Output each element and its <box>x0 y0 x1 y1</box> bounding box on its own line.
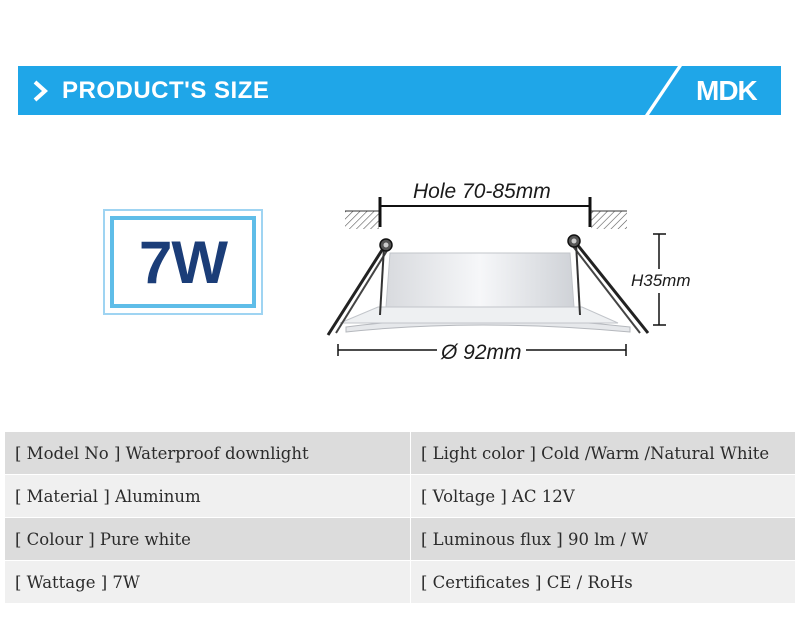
spec-cell-wattage: [ Wattage ] 7W <box>4 560 411 604</box>
ceiling-right <box>591 210 627 229</box>
spec-cell-material: [ Material ] Aluminum <box>4 474 411 518</box>
wattage-value: 7W <box>139 228 228 296</box>
diameter-label: Ø 92mm <box>437 341 526 365</box>
spec-cell-light-color: [ Light color ] Cold /Warm /Natural Whit… <box>410 431 796 475</box>
spec-row: [ Model No ] Waterproof downlight [ Ligh… <box>4 431 796 475</box>
spec-table: [ Model No ] Waterproof downlight [ Ligh… <box>4 431 796 604</box>
spec-cell-luminous-flux: [ Luminous flux ] 90 lm / W <box>410 517 796 561</box>
downlight-body <box>339 252 631 333</box>
downlight-dimension-diagram <box>326 197 666 356</box>
logo-background <box>645 66 781 115</box>
spec-row: [ Colour ] Pure white [ Luminous flux ] … <box>4 517 796 561</box>
height-dim <box>653 233 666 326</box>
spec-cell-colour: [ Colour ] Pure white <box>4 517 411 561</box>
spec-row: [ Wattage ] 7W [ Certificates ] CE / RoH… <box>4 560 796 604</box>
spec-cell-voltage: [ Voltage ] AC 12V <box>410 474 796 518</box>
wattage-badge: 7W <box>103 209 263 315</box>
chevron-right-icon <box>33 80 48 102</box>
brand-logo: MDK <box>696 75 758 106</box>
wattage-badge-inner: 7W <box>110 216 256 308</box>
hole-size-label: Hole 70-85mm <box>411 180 553 204</box>
spring-clip-right <box>567 234 650 334</box>
spec-cell-certificates: [ Certificates ] CE / RoHs <box>410 560 796 604</box>
section-title: PRODUCT'S SIZE <box>62 77 270 104</box>
section-header-banner: PRODUCT'S SIZE MDK <box>18 66 781 115</box>
ceiling-left <box>345 210 379 229</box>
spec-cell-model: [ Model No ] Waterproof downlight <box>4 431 411 475</box>
height-label: H35mm <box>631 271 691 290</box>
spec-row: [ Material ] Aluminum [ Voltage ] AC 12V <box>4 474 796 518</box>
spring-clip-left <box>326 238 393 336</box>
